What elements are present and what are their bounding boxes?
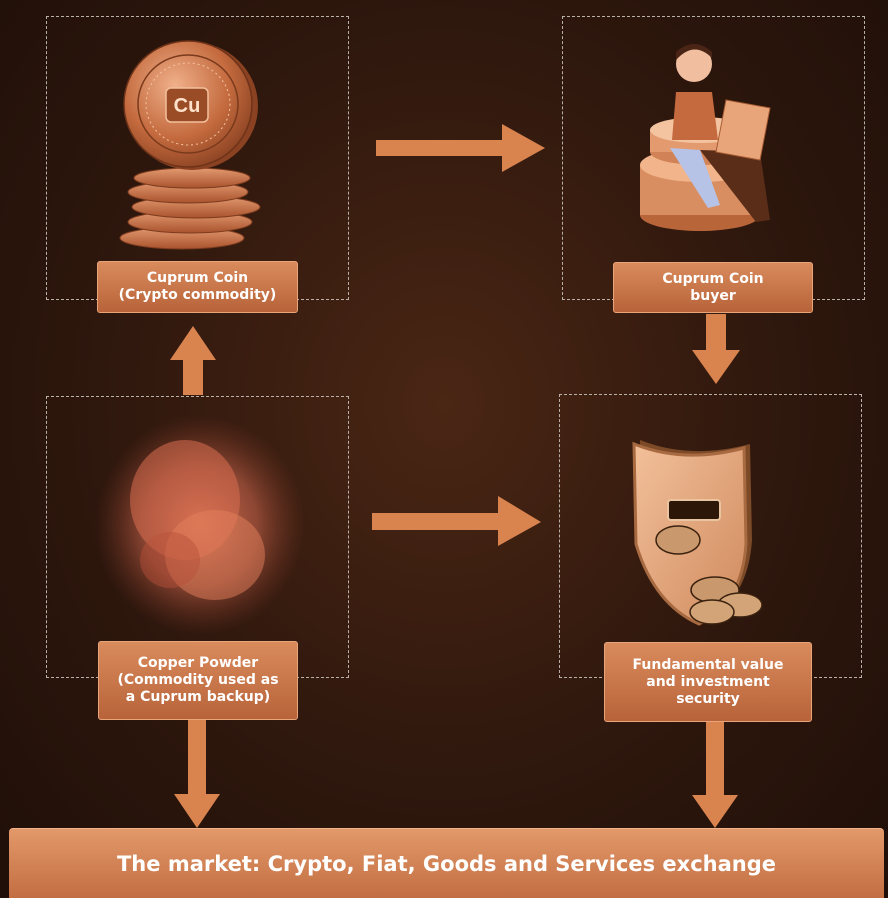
market-banner: The market: Crypto, Fiat, Goods and Serv… — [9, 828, 884, 898]
arrow-powder-to-market — [174, 720, 220, 828]
cuprum-coin-icon — [123, 40, 258, 170]
coin-label: Cuprum Coin (Crypto commodity) — [97, 261, 298, 313]
coin-symbol: Cu — [174, 95, 201, 117]
coin-stack-icon — [119, 167, 261, 250]
arrow-coin-to-buyer — [376, 124, 545, 172]
arrow-buyer-to-security — [692, 314, 740, 384]
arrow-powder-to-security — [372, 496, 541, 546]
arrow-security-to-market — [692, 722, 738, 828]
copper-powder-icon — [95, 415, 305, 635]
buyer-person-icon — [640, 44, 771, 231]
buyer-label: Cuprum Coin buyer — [613, 262, 813, 313]
security-label: Fundamental value and investment securit… — [604, 642, 812, 722]
powder-label: Copper Powder (Commodity used as a Cupru… — [98, 641, 298, 720]
arrow-powder-to-coin — [170, 326, 216, 395]
shield-icon — [632, 440, 763, 626]
